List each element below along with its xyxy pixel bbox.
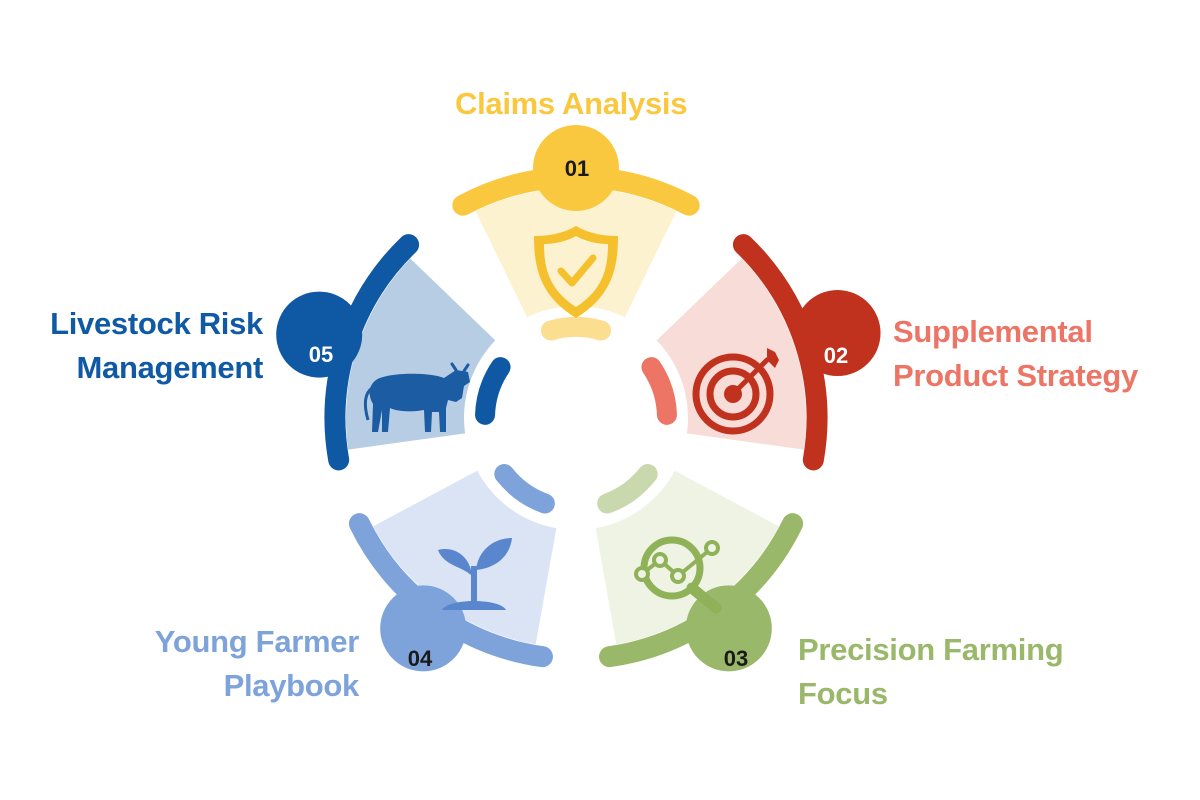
segment-title-02-line2: Product Strategy	[893, 358, 1138, 393]
step-number-02: 02	[824, 343, 848, 368]
segment-title-03-line1: Precision Farming	[798, 632, 1064, 667]
segment-title-05-line1: Livestock Risk	[50, 306, 263, 341]
inner-arc	[540, 317, 612, 341]
segment-title-03-line2: Focus	[798, 676, 888, 711]
inner-arc	[641, 357, 677, 425]
outer-arc	[732, 234, 828, 471]
outer-arc	[324, 234, 420, 471]
segment-title-04-line1: Young Farmer	[154, 624, 360, 659]
step-number-01: 01	[565, 156, 589, 181]
inner-arc	[494, 464, 555, 514]
segment-title-05: Livestock Risk Management	[50, 302, 263, 390]
outer-arc	[348, 513, 553, 668]
outer-arc	[452, 166, 700, 216]
step-number-04: 04	[408, 646, 433, 671]
target-icon	[692, 348, 779, 435]
search-analytics-icon	[634, 536, 722, 614]
segment-title-02-line1: Supplemental	[893, 314, 1093, 349]
segment-fill	[595, 470, 779, 645]
sprout-icon	[438, 538, 512, 610]
inner-arc	[597, 464, 658, 514]
segment-fill	[373, 470, 557, 645]
segment-title-02: Supplemental Product Strategy	[893, 310, 1138, 398]
inner-arc	[475, 357, 511, 425]
segment-title-03: Precision Farming Focus	[798, 628, 1064, 716]
segment-title-05-line2: Management	[76, 350, 264, 385]
step-number-05: 05	[309, 342, 333, 367]
segment-04	[348, 464, 557, 672]
shield-check-icon	[534, 226, 618, 318]
cow-icon	[363, 362, 470, 432]
step-number-03: 03	[724, 646, 748, 671]
segment-title-04: Young Farmer Playbook	[154, 620, 360, 708]
step-badge	[380, 585, 467, 672]
segment-title-04-line2: Playbook	[223, 668, 360, 703]
segment-title-01: Claims Analysis	[455, 86, 688, 121]
segment-03	[595, 464, 804, 672]
